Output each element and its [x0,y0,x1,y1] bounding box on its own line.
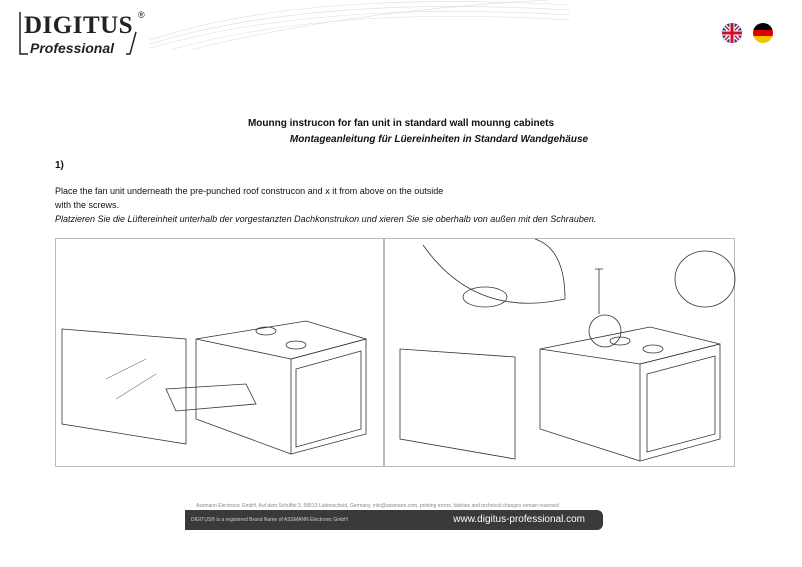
logo-subtext: Professional [30,40,115,56]
illustration-left [55,238,384,467]
text-de: Platzieren Sie die Lüftereinheit unterha… [55,214,597,224]
illustration-right [384,238,736,467]
logo-text: DIGITUS [24,12,134,39]
cabinet-drawing [61,320,368,455]
digitus-logo: DIGITUS ® Professional [18,10,146,58]
cabinet-drawing-detail [399,238,736,462]
footer-url-link[interactable]: www.digitus-professional.com [453,514,585,525]
uk-flag-icon[interactable] [722,23,742,43]
title-en: Mounng instrucon for fan unit in standar… [247,118,555,129]
footer-brand: DIGITUS® is a registered Brand Name of A… [191,517,348,523]
title-de: Montageanleitung für Lüereinheiten in St… [289,134,589,145]
de-flag-icon[interactable] [753,23,773,43]
logo-reg: ® [138,10,145,20]
footer-address: Assmann Electronic GmbH, Auf dem Schüffe… [196,503,559,509]
text-en-2: with the screws. [55,200,120,210]
step-number: 1) [55,160,64,171]
footer-bar: DIGITUS® is a registered Brand Name of A… [185,510,603,530]
text-en-1: Place the fan unit underneath the pre-pu… [55,186,444,196]
header-wave-decoration [150,0,570,50]
